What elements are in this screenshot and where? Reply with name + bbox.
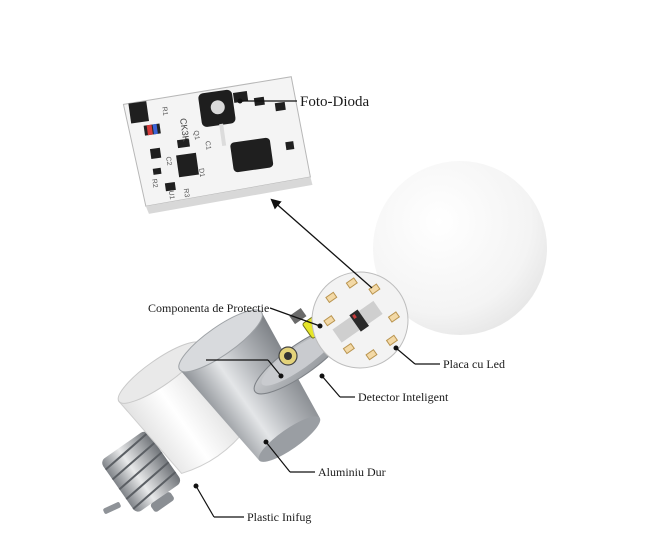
leader-photo-diode: [237, 98, 297, 104]
label-smart-detector: Detector Inteligent: [358, 390, 449, 404]
pcb-code-marking: CK3K: [178, 118, 191, 143]
screw-base: [102, 431, 181, 512]
pcb-marking-r1: R1: [160, 106, 168, 116]
led-chip: [345, 277, 358, 289]
pcb-marking-c1: C1: [203, 141, 211, 151]
label-aluminium: Aluminiu Dur: [318, 465, 386, 479]
led-chip: [387, 311, 401, 323]
led-board: [311, 271, 409, 369]
led-chip: [368, 283, 381, 295]
smart-detector: [278, 346, 298, 366]
pcb-marking-c2: C2: [164, 156, 172, 166]
led-chip: [325, 291, 338, 304]
pcb-marking-r3: R3: [182, 188, 190, 198]
pcb-marking-q1: Q1: [192, 130, 200, 140]
led-chip: [365, 348, 378, 361]
label-photo-diode: Foto-Dioda: [300, 94, 370, 110]
leader-unlabeled: [206, 359, 284, 379]
bulb-globe: [373, 161, 547, 335]
label-protection: Componenta de Protectie: [148, 301, 269, 315]
leader-led-board: [393, 345, 440, 365]
label-plastic: Plastic Inifug: [247, 510, 311, 524]
pcb-marking-u1: U1: [167, 190, 175, 200]
leader-protection: [269, 307, 323, 329]
label-led-board: Placa cu Led: [443, 357, 505, 371]
pcb-marking-d1: D1: [197, 168, 205, 178]
leader-plastic: [193, 483, 244, 518]
leader-smart-detector: [319, 373, 355, 398]
led-chip: [323, 314, 336, 327]
led-chip: [385, 334, 399, 347]
control-pcb: CK3K R1 Q1 C1 D1 R2 C2 R3 U1: [122, 76, 313, 214]
led-chip: [342, 342, 355, 355]
pcb-marking-r2: R2: [150, 178, 158, 188]
leader-aluminium: [263, 439, 315, 473]
assembly-arrow: [270, 198, 373, 289]
contact-pin: [103, 502, 121, 514]
aluminium-heatsink: [178, 309, 321, 462]
